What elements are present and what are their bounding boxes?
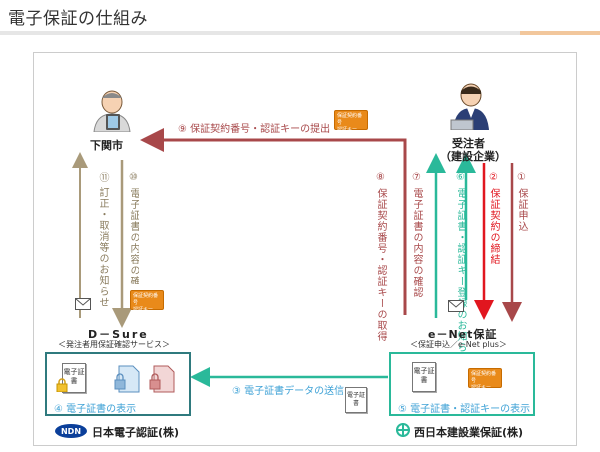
step-6-label: ⑥ 電子証書・認証キー登録のお知らせ [442,172,466,364]
lock-icon [56,378,68,392]
dsure-name: D－Sure [88,328,149,341]
arrow-step-9 [140,128,407,315]
actor-city: 下関市 [90,139,123,152]
ndn-logo: NDN [55,424,87,438]
actor-contractor: 受注者 [452,137,485,150]
step-4-label: ④ 電子証書の表示 [54,404,137,415]
step-10-label: ⑩ 電子証書の内容の確認 [128,172,139,284]
key-card-icon: 保証契約番号認証キー [468,368,502,391]
step-11-label: ⑪ 訂正・取消等のお知らせ [97,172,108,309]
page-title: 電子保証の仕組み [8,9,148,29]
document-red-icon [149,365,175,393]
dsure-sub: ＜発注者用保証確認サービス＞ [58,340,170,349]
city-official-icon [93,90,131,132]
step-3-label: ③ 電子証書データの送信 [232,386,345,397]
step-8-label: ⑧ 保証契約番号・認証キーの取得 [375,172,386,343]
certificate-doc-icon: 電子証書 [345,387,367,413]
step-7-label: ⑦ 電子証書の内容の確認 [411,172,422,299]
svg-text:NDN: NDN [61,427,81,436]
actor-contractor-sub: （建設企業） [440,150,506,163]
title-divider-accent [520,31,600,35]
title-divider [0,31,600,35]
certificate-doc-icon: 電子証書 [412,362,436,392]
enet-sub: ＜保証申込／e-Net plus＞ [410,340,507,349]
mail-icon [448,300,464,312]
company-logo-icon [396,423,410,437]
key-card-icon: 保証契約番号認証キー [130,290,164,313]
key-card-icon: 保証契約番号認証キー [334,110,368,133]
enet-name: e－Net保証 [428,328,498,341]
company-nishi-nihon: 西日本建設業保証(株) [414,426,524,439]
company-nihon-denshi: 日本電子認証(株) [92,426,180,439]
document-blue-icon [114,365,140,393]
mail-icon [75,298,91,310]
contractor-icon [450,83,489,130]
step-5-label: ⑤ 電子証書・認証キーの表示 [398,404,531,415]
step-2-label: ② 保証契約の締結 [488,172,499,266]
step-1-label: ① 保証申込 [516,172,527,233]
certificate-doc-icon: 電子証書 [62,363,86,393]
step-9-label: ⑨ 保証契約番号・認証キーの提出 [178,124,331,135]
